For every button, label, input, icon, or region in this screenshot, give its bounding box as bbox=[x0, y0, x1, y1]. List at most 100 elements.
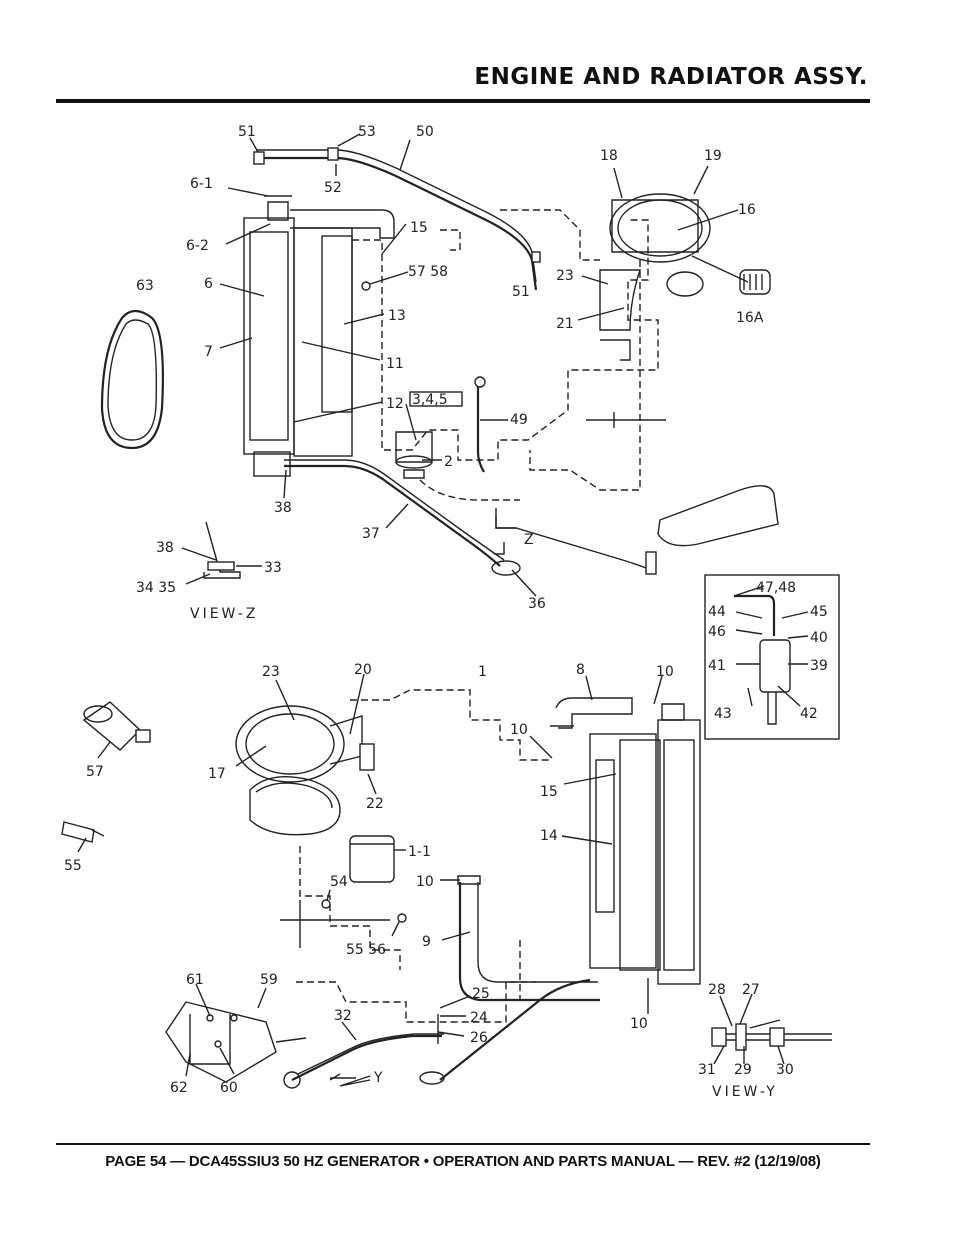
callout-57-58: 57 58 bbox=[408, 264, 448, 280]
callout-27: 27 bbox=[742, 982, 760, 998]
callout-57: 57 bbox=[86, 764, 104, 780]
callout-6: 6 bbox=[204, 276, 213, 292]
callout-52: 52 bbox=[324, 180, 342, 196]
callout-25: 25 bbox=[472, 986, 490, 1002]
callout-16: 16 bbox=[738, 202, 756, 218]
callout-33: 33 bbox=[264, 560, 282, 576]
callout-49: 49 bbox=[510, 412, 528, 428]
hose-50 bbox=[253, 147, 541, 291]
callout-15-upper: 15 bbox=[410, 220, 428, 236]
bracket-59 bbox=[165, 1001, 307, 1083]
callout-10-top: 10 bbox=[656, 664, 674, 680]
callout-12: 12 bbox=[386, 396, 404, 412]
header-rule bbox=[56, 99, 870, 103]
leader-lines bbox=[77, 133, 809, 1081]
callout-28: 28 bbox=[708, 982, 726, 998]
callout-34-35: 34 35 bbox=[136, 580, 176, 596]
callout-20: 20 bbox=[354, 662, 372, 678]
callout-40: 40 bbox=[810, 630, 828, 646]
callout-46: 46 bbox=[708, 624, 726, 640]
radiator-lower bbox=[550, 697, 701, 985]
callout-17: 17 bbox=[208, 766, 226, 782]
fan-belt-63 bbox=[100, 309, 164, 450]
callout-36: 36 bbox=[528, 596, 546, 612]
callout-60: 60 bbox=[220, 1080, 238, 1096]
callout-37: 37 bbox=[362, 526, 380, 542]
pipe-32 bbox=[283, 978, 591, 1089]
callout-26: 26 bbox=[470, 1030, 488, 1046]
callout-42: 42 bbox=[800, 706, 818, 722]
callout-43: 43 bbox=[714, 706, 732, 722]
callout-6-1: 6-1 bbox=[190, 176, 213, 192]
callout-55: 55 bbox=[64, 858, 82, 874]
callout-Z: Z bbox=[524, 532, 534, 548]
callout-14: 14 bbox=[540, 828, 558, 844]
callout-45: 45 bbox=[810, 604, 828, 620]
footer-rule bbox=[56, 1143, 870, 1145]
callout-31: 31 bbox=[698, 1062, 716, 1078]
callout-9: 9 bbox=[422, 934, 431, 950]
engine-block-upper bbox=[352, 209, 666, 501]
callout-39: 39 bbox=[810, 658, 828, 674]
callout-15-lower: 15 bbox=[540, 784, 558, 800]
callout-Y: Y bbox=[373, 1070, 383, 1086]
hose-9 bbox=[457, 875, 600, 1002]
callout-38: 38 bbox=[274, 500, 292, 516]
callout-8: 8 bbox=[576, 662, 585, 678]
callout-51: 51 bbox=[238, 124, 256, 140]
callout-50: 50 bbox=[416, 124, 434, 140]
callout-51-right: 51 bbox=[512, 284, 530, 300]
callout-61: 61 bbox=[186, 972, 204, 988]
pulley-2 bbox=[395, 431, 433, 479]
callout-55-56: 55 56 bbox=[346, 942, 386, 958]
engine-block-lower bbox=[280, 689, 550, 1023]
oil-filter-1-1 bbox=[349, 835, 395, 883]
callout-16A: 16A bbox=[736, 310, 764, 326]
callout-10-mid: 10 bbox=[510, 722, 528, 738]
callout-1-1: 1-1 bbox=[408, 844, 431, 860]
callout-7: 7 bbox=[204, 344, 213, 360]
callout-23-upper: 23 bbox=[556, 268, 574, 284]
callout-21: 21 bbox=[556, 316, 574, 332]
callout-11: 11 bbox=[386, 356, 404, 372]
callout-62: 62 bbox=[170, 1080, 188, 1096]
callout-63: 63 bbox=[136, 278, 154, 294]
callout-3-4-5: 3,4,5 bbox=[412, 392, 448, 408]
callout-19: 19 bbox=[704, 148, 722, 164]
view-z-bracket bbox=[203, 521, 241, 579]
callout-41: 41 bbox=[708, 658, 726, 674]
callout-30: 30 bbox=[776, 1062, 794, 1078]
callout-32: 32 bbox=[334, 1008, 352, 1024]
view-y-label: VIEW-Y bbox=[712, 1084, 778, 1100]
callout-59: 59 bbox=[260, 972, 278, 988]
callout-53: 53 bbox=[358, 124, 376, 140]
callout-23-lower: 23 bbox=[262, 664, 280, 680]
reference-marks bbox=[321, 281, 505, 1087]
callout-29: 29 bbox=[734, 1062, 752, 1078]
callout-22: 22 bbox=[366, 796, 384, 812]
view-y-box bbox=[704, 574, 840, 740]
callout-44: 44 bbox=[708, 604, 726, 620]
radiator-upper bbox=[243, 195, 395, 477]
sensor-55 bbox=[61, 821, 105, 843]
callout-10-bottom: 10 bbox=[630, 1016, 648, 1032]
view-z-label: VIEW-Z bbox=[190, 606, 258, 622]
callout-18: 18 bbox=[600, 148, 618, 164]
air-cleaner-upper bbox=[599, 193, 771, 361]
air-cleaner-lower bbox=[235, 705, 375, 836]
callout-13: 13 bbox=[388, 308, 406, 324]
callout-24: 24 bbox=[470, 1010, 488, 1026]
lower-hose-37 bbox=[284, 459, 779, 576]
callout-38-view-z: 38 bbox=[156, 540, 174, 556]
callout-10-hose: 10 bbox=[416, 874, 434, 890]
page-footer: PAGE 54 — DCA45SSIU3 50 HZ GENERATOR • O… bbox=[105, 1153, 821, 1170]
callout-2: 2 bbox=[444, 454, 453, 470]
callout-47-48: 47,48 bbox=[756, 580, 796, 596]
callout-54: 54 bbox=[330, 874, 348, 890]
callout-1: 1 bbox=[478, 664, 487, 680]
component-57 bbox=[82, 701, 151, 751]
view-y-valve bbox=[711, 1019, 832, 1051]
dipstick-49 bbox=[474, 376, 486, 473]
callout-labels: 51 53 50 52 6-1 6-2 6 7 63 15 57 58 13 1… bbox=[64, 124, 828, 1100]
